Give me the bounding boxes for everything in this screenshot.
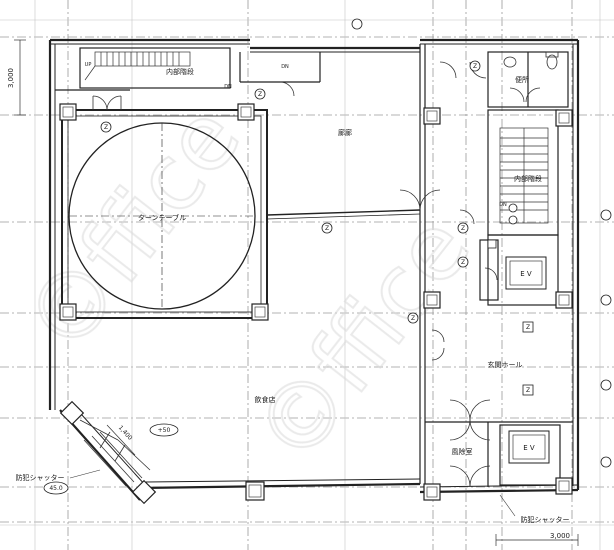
room-label-lift-1: E V — [520, 270, 532, 278]
room-label-shutter-left: 防犯シャッター — [16, 473, 65, 482]
level-mark-text: +50 — [158, 427, 171, 434]
room-label-turntable: ターンテーブル — [138, 213, 186, 222]
axis-marker-letters: Z Z Z Z Z Z Z Z Z — [104, 63, 530, 394]
axis-label-7: Z — [473, 63, 477, 70]
axis-label-9: Z — [526, 387, 530, 394]
shutter-hatch — [79, 419, 151, 487]
stair-direction-labels: UP DN DN DN — [85, 62, 507, 208]
stair-right — [499, 127, 549, 224]
stair-dn-label-3: DN — [499, 202, 507, 208]
dimension-left-top: 3,000 — [7, 68, 15, 88]
watermark-text-1: ©ffice — [5, 87, 261, 374]
turntable — [68, 122, 256, 310]
room-label-internal-stair-2: 内部階段 — [514, 174, 542, 183]
angle-mark-text: 45.0 — [49, 485, 63, 492]
axis-label-2: Z — [258, 91, 262, 98]
angle-mark: 45.0 — [43, 481, 69, 495]
stair-top-left — [84, 51, 191, 81]
dimension-diagonal: 1,400 — [117, 424, 134, 442]
room-label-internal-stair-1: 内部階段 — [166, 67, 194, 76]
column-inner — [62, 106, 570, 498]
room-labels: ターンテーブル 飲食店 玄関ホール 風除室 E V E V 内部階段 内部階段 … — [16, 67, 570, 524]
room-label-corridor: 廊廊 — [338, 128, 352, 137]
axis-markers — [100, 18, 612, 468]
axis-label-5: Z — [461, 259, 465, 266]
room-label-wind-break: 風除室 — [452, 447, 473, 456]
dimension-lines — [14, 39, 579, 546]
stair-up-label: UP — [85, 62, 92, 68]
room-label-lift-2: E V — [523, 444, 535, 452]
toilet-fixtures — [503, 51, 559, 70]
axis-label-8: Z — [526, 324, 530, 331]
axis-label-4: Z — [461, 225, 465, 232]
room-label-shutter-bottom: 防犯シャッター — [521, 515, 570, 524]
stair-dn-label-1: DN — [224, 84, 232, 90]
axis-label-1: Z — [104, 124, 108, 131]
watermark-text-2: ©ffice — [235, 197, 491, 484]
room-label-restaurant: 飲食店 — [255, 395, 276, 404]
doors — [92, 61, 541, 487]
elevator-shafts — [505, 256, 550, 464]
level-mark: +50 — [149, 423, 179, 437]
stair-dn-label-2: DN — [281, 64, 289, 70]
axis-label-6: Z — [411, 315, 415, 322]
room-label-toilet: 便所 — [515, 75, 529, 84]
leader-lines — [69, 469, 516, 517]
dimension-bottom-right: 3,000 — [550, 532, 570, 540]
room-label-entrance-hall: 玄関ホール — [488, 360, 523, 369]
axis-label-3: Z — [325, 225, 329, 232]
columns — [59, 103, 573, 505]
